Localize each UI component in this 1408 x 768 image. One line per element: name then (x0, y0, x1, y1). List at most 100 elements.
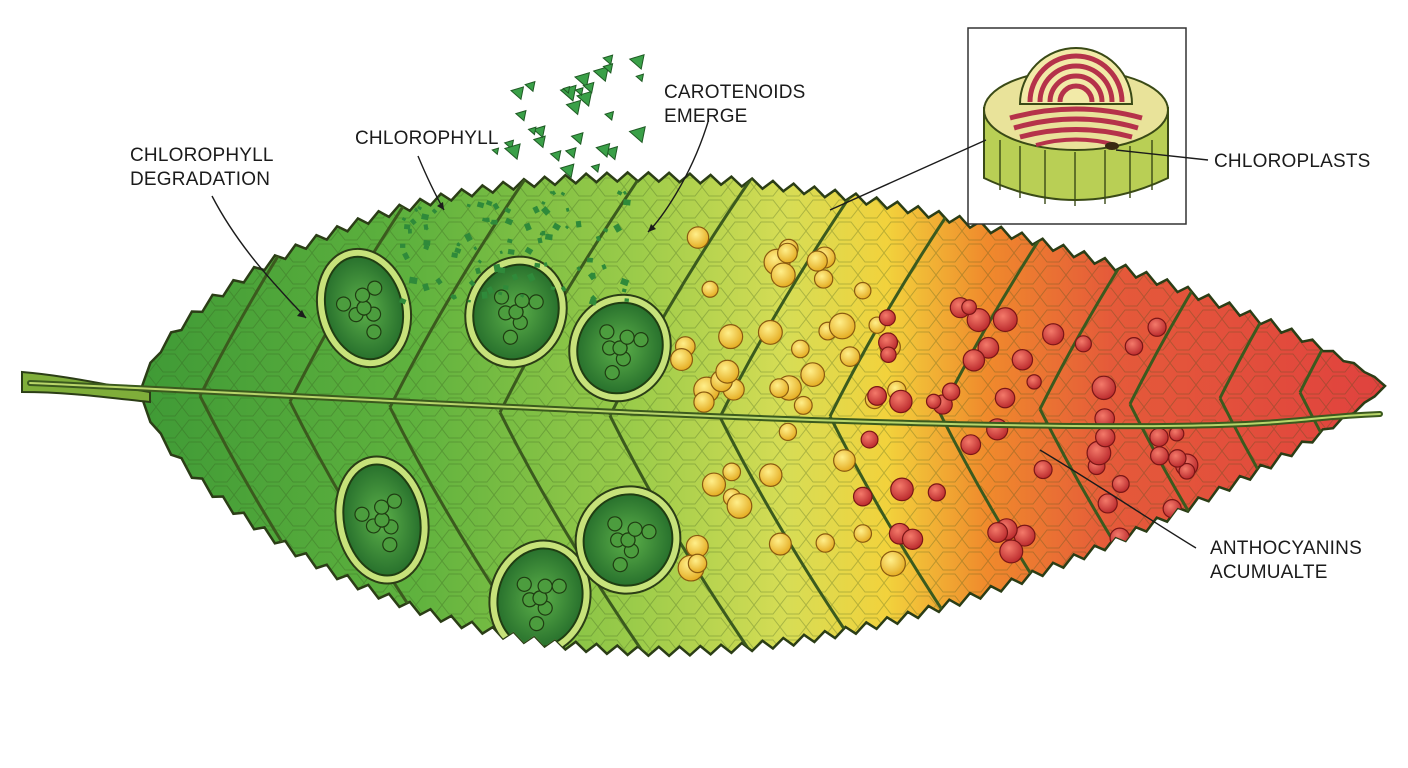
chlorophyll-speck (507, 238, 513, 244)
chlorophyll-speck (477, 259, 483, 264)
chlorophyll-speck (473, 246, 478, 251)
chlorophyll-speck (526, 272, 536, 283)
chlorophyll-speck (408, 276, 418, 285)
chlorophyll-speck (507, 248, 515, 255)
leader-lines (211, 121, 1209, 549)
anthocyanin-granule (966, 308, 991, 333)
label-anthocyanins-line2: ACUMUALTE (1210, 562, 1328, 583)
chlorophyll-fragment (590, 163, 601, 173)
anthocyanin-granule (860, 430, 879, 449)
chlorophyll-oval (488, 539, 592, 656)
anthocyanin-granule (1147, 317, 1167, 337)
carotenoid-granule (687, 553, 708, 574)
anthocyanin-granule (1143, 536, 1163, 556)
label-chlorophyll-degradation-line1: CHLOROPHYLL (130, 145, 274, 166)
anthocyanin-granule (1097, 493, 1118, 514)
anthocyanin-granule (992, 307, 1018, 333)
anthocyanin-granule (1042, 323, 1065, 346)
chlorophyll-speck (544, 233, 553, 241)
chlorophyll-fragment (532, 125, 546, 139)
chlorophyll-oval (334, 455, 430, 585)
chlorophyll-speck (595, 235, 602, 242)
chlorophyll-ovals (315, 247, 682, 656)
side-vein (498, 172, 652, 414)
anthocyanin-granule (1168, 449, 1187, 468)
chlorophyll-fragment (491, 147, 500, 156)
label-carotenoids-line1: CAROTENOIDS (664, 82, 806, 103)
label-anthocyanins-line1: ANTHOCYANINS (1210, 538, 1362, 559)
leader-anthocyanins (1039, 449, 1197, 549)
leader-arrowheads (297, 202, 656, 318)
anthocyanin-granule (1074, 335, 1092, 353)
chlorophyll-speck (541, 200, 546, 205)
chlorophyll-speck (402, 252, 410, 261)
anthocyanin-granule (927, 483, 946, 502)
carotenoid-granule (758, 463, 783, 487)
chlorophyll-speck (485, 199, 493, 207)
chlorophyll-fragments (491, 54, 646, 179)
chlorophyll-speck (491, 219, 498, 225)
chlorophyll-speck (565, 207, 570, 212)
chlorophyll-speck (403, 224, 411, 230)
chlorophyll-fragment (549, 150, 562, 162)
label-chlorophyll-degradation-line2: DEGRADATION (130, 169, 271, 190)
label-chloroplasts: CHLOROPLASTS (1214, 151, 1371, 172)
carotenoid-granule (853, 524, 873, 543)
chlorophyll-fragment (510, 86, 525, 101)
chlorophyll-speck (407, 228, 412, 234)
carotenoid-granule (722, 462, 742, 482)
chlorophyll-speck (511, 273, 519, 281)
anthocyanin-granule (1026, 374, 1042, 390)
chlorophyll-speck (620, 277, 630, 287)
chlorophyll-speck (504, 207, 512, 214)
chlorophyll-speck (616, 190, 623, 196)
chlorophyll-speck (497, 291, 503, 296)
carotenoid-granule (793, 395, 813, 415)
chlorophyll-speck (520, 293, 525, 298)
chlorophyll-fragment (532, 135, 546, 149)
label-chlorophyll: CHLOROPHYLL (355, 128, 499, 149)
carotenoid-granule (790, 339, 810, 359)
carotenoid-granule (839, 346, 861, 367)
chlorophyll-speck (435, 277, 443, 286)
chlorophyll-speck (464, 232, 473, 242)
label-chlorophyll-degradation: CHLOROPHYLL DEGRADATION (130, 144, 274, 192)
carotenoid-granule (768, 532, 792, 556)
chlorophyll-speck (551, 190, 557, 196)
chlorophyll-speck (499, 250, 503, 255)
chlorophyll-speck (624, 298, 630, 303)
chlorophyll-speck (564, 225, 569, 230)
anthocyanin-granule (962, 348, 986, 372)
chlorophyll-speck (541, 230, 546, 236)
chlorophyll-speck (613, 223, 623, 233)
label-carotenoids-emerge: CAROTENOIDS EMERGE (664, 81, 806, 129)
chlorophyll-speck (603, 227, 609, 233)
chlorophyll-oval (574, 485, 682, 595)
anthocyanin-granule (1178, 462, 1196, 480)
carotenoid-granule (757, 319, 783, 345)
carotenoid-granule (806, 250, 828, 272)
chlorophyll-speck (422, 282, 430, 292)
chlorophyll-speck (623, 199, 631, 206)
leader-chlorophyll-degradation (211, 195, 307, 319)
anthocyanin-granule (852, 486, 873, 507)
chlorophyll-speck (421, 213, 430, 221)
anthocyanin-granule (977, 336, 1000, 359)
chloroplast-cross-section (983, 47, 1169, 206)
chlorophyll-fragment (574, 87, 584, 97)
carotenoid-granule (800, 362, 826, 388)
chlorophyll-fragment (564, 147, 577, 159)
chlorophyll-speck (590, 294, 597, 302)
leader-chloroplasts-label (1115, 149, 1209, 161)
anthocyanin-granule (1149, 427, 1169, 448)
anthocyanin-granule (889, 389, 913, 414)
anthocyanin-granule (1149, 446, 1170, 466)
chlorophyll-fragment (602, 63, 614, 74)
carotenoid-granule (715, 359, 740, 384)
chlorophyll-oval (568, 293, 672, 403)
chlorophyll-speck (523, 222, 532, 232)
chlorophyll-fragment (503, 143, 521, 161)
anthocyanin-granule (925, 393, 942, 410)
chlorophyll-speck (492, 202, 500, 211)
